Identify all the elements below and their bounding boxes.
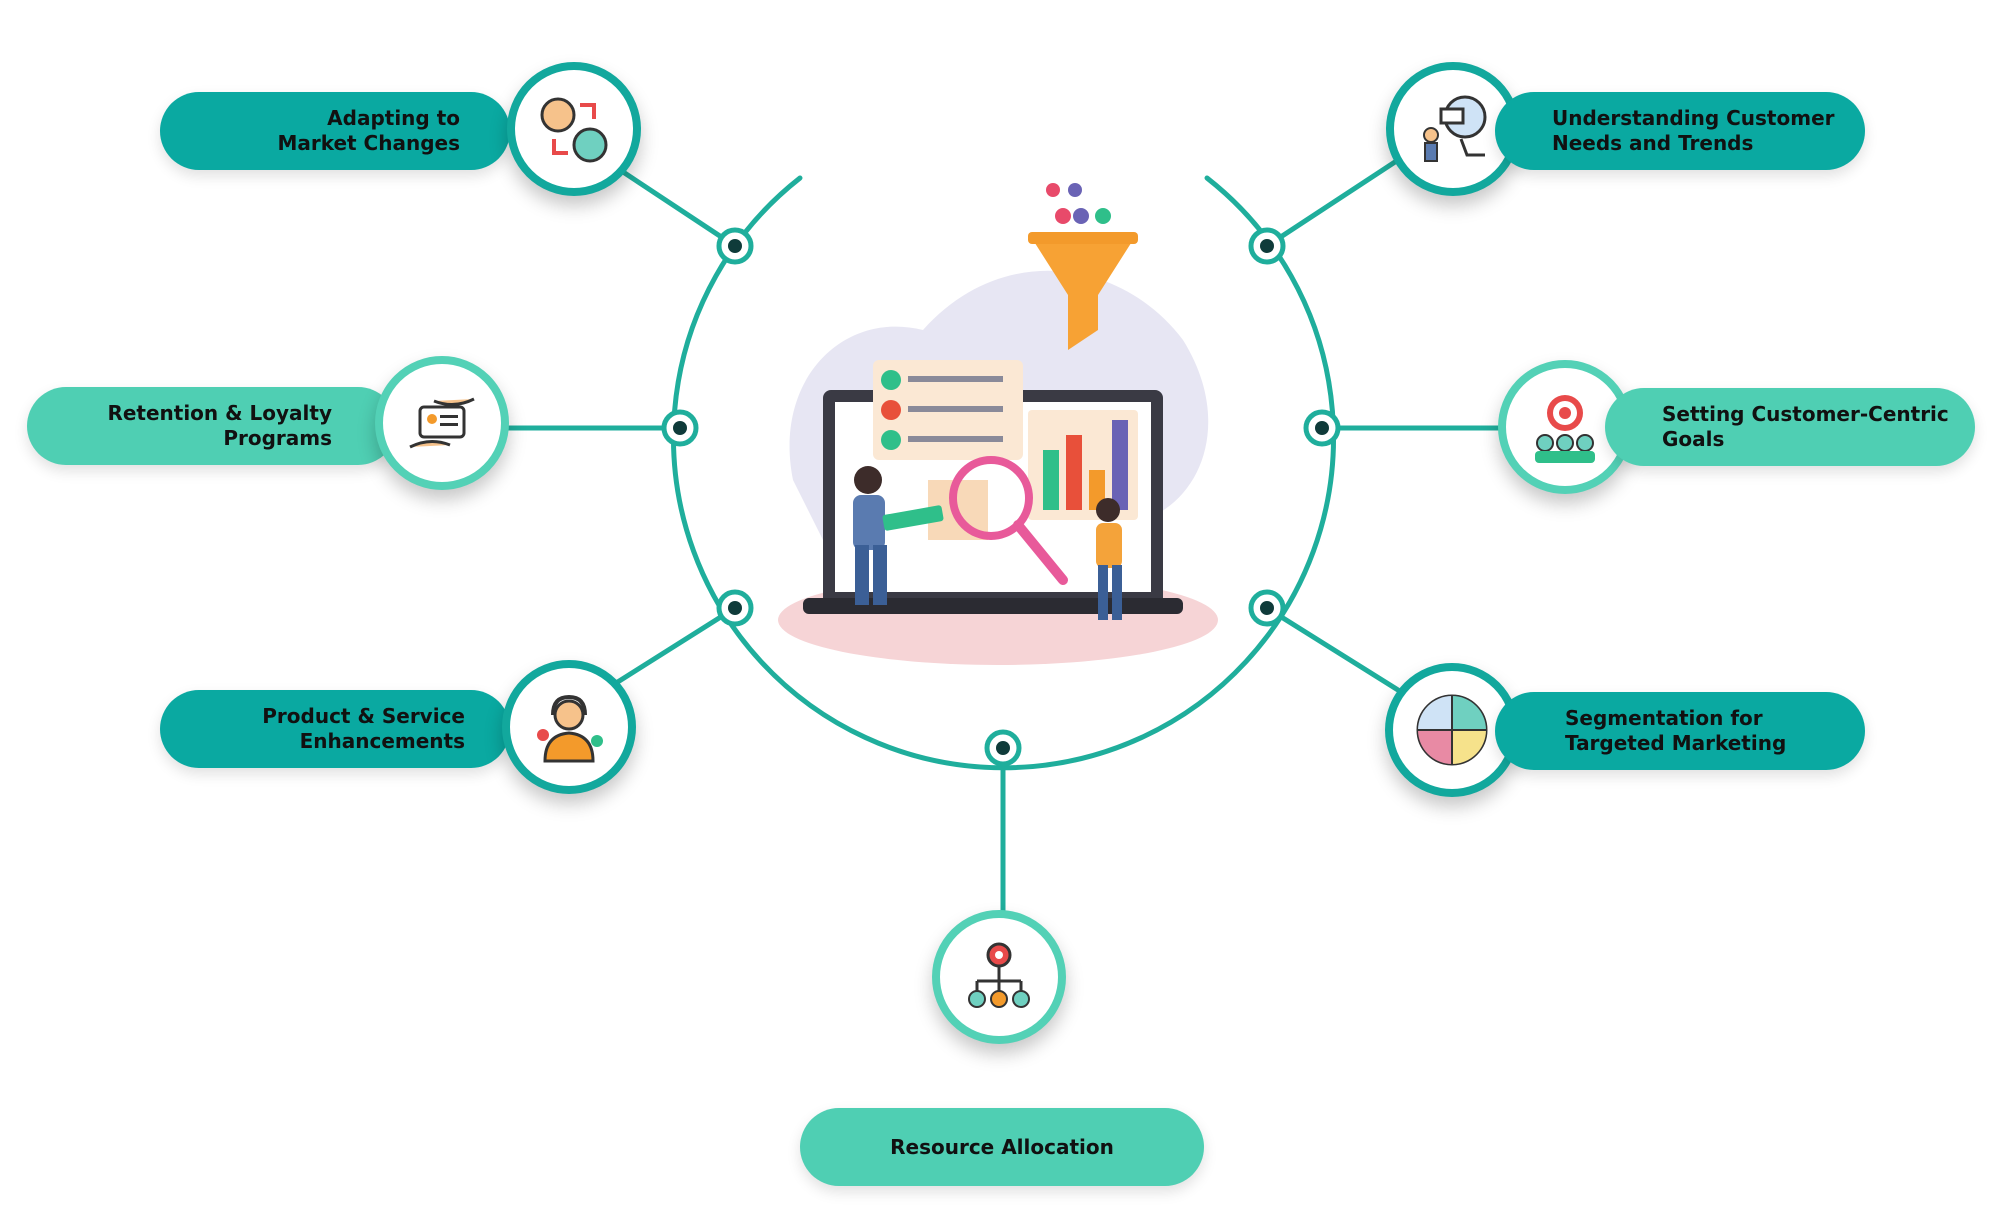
loyalty-card-hands-icon	[375, 356, 509, 490]
people-exchange-icon	[507, 62, 641, 196]
connector-nodes	[661, 227, 1341, 767]
node-top-left	[716, 227, 754, 265]
presentation-analysis-icon	[1386, 62, 1520, 196]
node-bottom-left	[716, 589, 754, 627]
support-agent-icon	[502, 660, 636, 794]
item-label-line2: Goals	[1662, 427, 1725, 451]
item-label-line2: Market Changes	[277, 131, 460, 155]
item-setting-customer-centric-goals: Setting Customer-Centric Goals	[1605, 388, 1975, 466]
item-label-line2: Enhancements	[299, 729, 465, 753]
node-bottom-center	[984, 729, 1022, 767]
item-label-line1: Product & Service	[262, 704, 465, 728]
item-product-service-enhancements: Product & Service Enhancements	[160, 690, 510, 768]
node-mid-right	[1303, 409, 1341, 447]
resource-network-icon	[932, 910, 1066, 1044]
item-resource-allocation: Resource Allocation	[800, 1108, 1204, 1186]
item-label-line2: Targeted Marketing	[1565, 731, 1787, 755]
data-analytics-illustration	[778, 183, 1218, 665]
node-mid-left	[661, 409, 699, 447]
item-label-line1: Segmentation for	[1565, 706, 1763, 730]
item-retention-loyalty-programs: Retention & Loyalty Programs	[27, 387, 397, 465]
node-top-right	[1248, 227, 1286, 265]
segment-wheel-icon	[1385, 663, 1519, 797]
item-label-line1: Adapting to	[327, 106, 460, 130]
item-label-line1: Retention & Loyalty	[107, 401, 332, 425]
item-adapting-to-market-changes: Adapting to Market Changes	[160, 92, 510, 170]
item-label-line1: Resource Allocation	[890, 1134, 1114, 1159]
item-segmentation-targeted-marketing: Segmentation for Targeted Marketing	[1495, 692, 1865, 770]
item-label-line1: Understanding Customer	[1552, 106, 1835, 130]
item-label-line2: Needs and Trends	[1552, 131, 1754, 155]
item-understanding-customer-needs: Understanding Customer Needs and Trends	[1495, 92, 1865, 170]
item-label-line2: Programs	[223, 426, 332, 450]
node-bottom-right	[1248, 589, 1286, 627]
item-label-line1: Setting Customer-Centric	[1662, 402, 1949, 426]
